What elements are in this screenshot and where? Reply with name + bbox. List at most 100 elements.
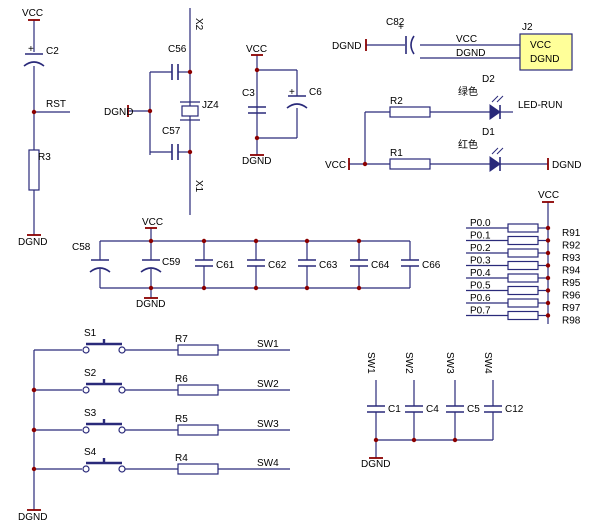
switch-contact [118,465,126,473]
c57-capacitor [171,144,179,160]
led-run-label: LED-RUN [518,100,562,111]
switch-contact [82,386,90,394]
c3-capacitor [248,106,266,114]
c62-capacitor [247,259,265,267]
capacitor-plate [410,35,415,55]
c56-capacitor [171,64,179,80]
c5-capacitor [446,405,464,413]
led-triangle [489,104,501,120]
junction-dot [31,109,37,115]
sw3-label: SW3 [257,419,279,430]
c1-label: C1 [388,404,401,415]
pullup-net-label: P0.4 [470,268,491,279]
junction-dot [362,161,368,167]
pullup-net-label: P0.7 [470,306,491,317]
c58-label: C58 [72,242,91,253]
c64-capacitor [350,259,368,267]
c63-label: C63 [319,260,338,271]
sw-net-label: SW1 [365,352,376,374]
vcc-label: VCC [142,217,163,228]
pullup-net-label: P0.1 [470,231,491,242]
vcc-label: VCC [456,34,477,45]
pullup-res-label: R95 [562,278,581,289]
sw-net-label: SW2 [403,352,414,374]
plus-label: + [289,87,295,98]
pullup-res-label: R92 [562,241,581,252]
pullup-net-label: P0.6 [470,293,491,304]
s3-label: S3 [84,408,97,419]
c2-capacitor [23,53,45,67]
pullup-res-label: R94 [562,266,581,277]
wire-segment [496,147,504,155]
sw1-label: SW1 [257,339,279,350]
capacitor-plate [286,103,308,109]
pullup-resistor [507,285,539,296]
components [23,19,573,511]
junction-dot [148,285,154,291]
vcc-label: VCC [538,190,559,201]
green-label: 绿色 [458,85,478,98]
wire-segment [491,147,499,155]
junction-dot [545,300,551,306]
c61-capacitor [195,259,213,267]
plus-label: + [28,44,34,55]
junction-dot [253,285,259,291]
c6-capacitor [286,95,308,109]
pullup-resistor [507,248,539,258]
s2-label: S2 [84,368,97,379]
c82-capacitor [405,35,415,55]
c12-label: C12 [505,404,524,415]
r5-resistor [177,424,219,436]
junction-dot [31,466,37,472]
dgnd-label: DGND [332,41,361,52]
capacitor-plate [140,267,162,273]
sw-net-label: SW4 [482,352,493,374]
r3-label: R3 [38,152,51,163]
junction-dot [187,69,193,75]
junction-dot [304,285,310,291]
pullup-net-label: P0.0 [470,218,491,229]
c57-label: C57 [162,126,181,137]
dgnd-label: DGND [18,512,47,523]
junction-dot [187,149,193,155]
j2-module [519,33,573,71]
j2-vcc-label: VCC [530,40,551,51]
pullup-net-label: P0.5 [470,281,491,292]
d2-led [489,95,504,120]
s1-label: S1 [84,328,97,339]
sw4-label: SW4 [257,458,279,469]
c66-capacitor [401,259,419,267]
pullup-net-label: P0.3 [470,256,491,267]
pullup-resistor [507,223,539,233]
switch-contact [82,346,90,354]
junction-dot [31,387,37,393]
wire-segment [491,95,499,103]
r3-resistor [28,149,40,191]
jz4-label: JZ4 [202,100,219,111]
wire-segment [496,95,504,103]
r6-resistor [177,384,219,396]
junction-dot [545,288,551,293]
red-label: 红色 [458,138,478,151]
r1-label: R1 [390,148,403,159]
junction-dot [545,263,551,268]
s1-switch [82,339,126,354]
r6-label: R6 [175,374,188,385]
pullup-res-label: R91 [562,228,581,239]
switch-contact [118,346,126,354]
dgnd-label: DGND [456,48,485,59]
dgnd-label: DGND [242,156,271,167]
junction-dot [545,225,551,231]
led-triangle [489,156,501,172]
sw2-label: SW2 [257,379,279,390]
c3-label: C3 [242,88,255,99]
junction-dot [253,238,259,244]
c59-label: C59 [162,257,181,268]
junction-dot [452,437,458,443]
switch-contact [118,386,126,394]
switch-contact [118,426,126,434]
c82-label: C82 [386,17,405,28]
pullup-res-label: R98 [562,316,581,327]
pullup-resistor [507,235,539,246]
